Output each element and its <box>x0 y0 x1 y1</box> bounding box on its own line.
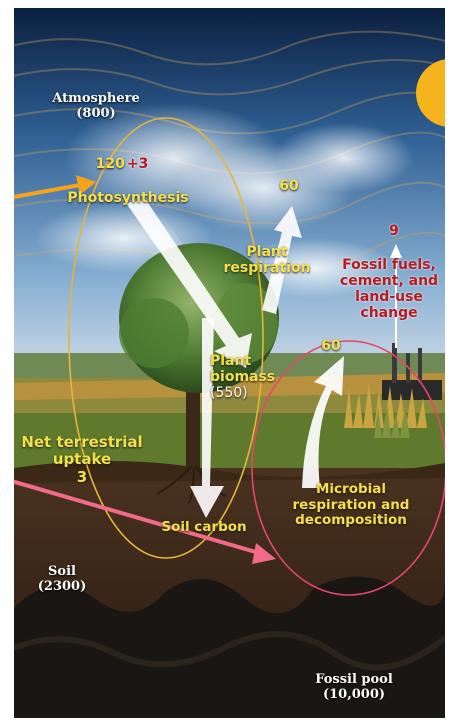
orange-pointer-arrow <box>14 175 96 199</box>
microbial-respiration-arrow <box>302 356 344 488</box>
fossil-fuel-label: Fossil fuels, cement, and land-use chang… <box>339 257 439 322</box>
carbon-cycle-illustration: Atmosphere (800) 120+3 Photosynthesis 60… <box>14 8 445 718</box>
plant-respiration-value: 60 <box>279 178 299 194</box>
soil-carbon-label: Soil carbon <box>161 519 247 535</box>
pink-pointer-arrow <box>14 479 276 564</box>
plant-respiration-label: Plant respiration <box>223 244 311 277</box>
plant-respiration-arrow <box>262 206 302 314</box>
flow-arrows-layer <box>14 117 445 596</box>
photosynthesis-value: 120+3 <box>95 156 149 172</box>
fossil-pool-label: Fossil pool (10,000) <box>315 672 393 702</box>
soil-label: Soil (2300) <box>37 564 87 594</box>
fossil-fuel-arrow <box>390 244 402 348</box>
photosynthesis-arrow <box>126 200 252 368</box>
atmosphere-label: Atmosphere (800) <box>52 91 140 121</box>
net-uptake-label: Net terrestrial uptake 3 <box>21 433 143 486</box>
plant-to-soil-arrow <box>190 318 224 518</box>
sun-icon <box>416 59 445 127</box>
microbial-label: Microbial respiration and decomposition <box>292 481 410 529</box>
photosynthesis-label: Photosynthesis <box>67 190 189 206</box>
microbial-value: 60 <box>321 338 341 354</box>
decomposition-oval <box>251 340 445 596</box>
terrestrial-uptake-oval <box>68 117 264 559</box>
plant-biomass-label: Plant biomass (550) <box>210 353 276 402</box>
fossil-fuel-value: 9 <box>389 223 399 239</box>
illustration-background <box>14 8 445 718</box>
